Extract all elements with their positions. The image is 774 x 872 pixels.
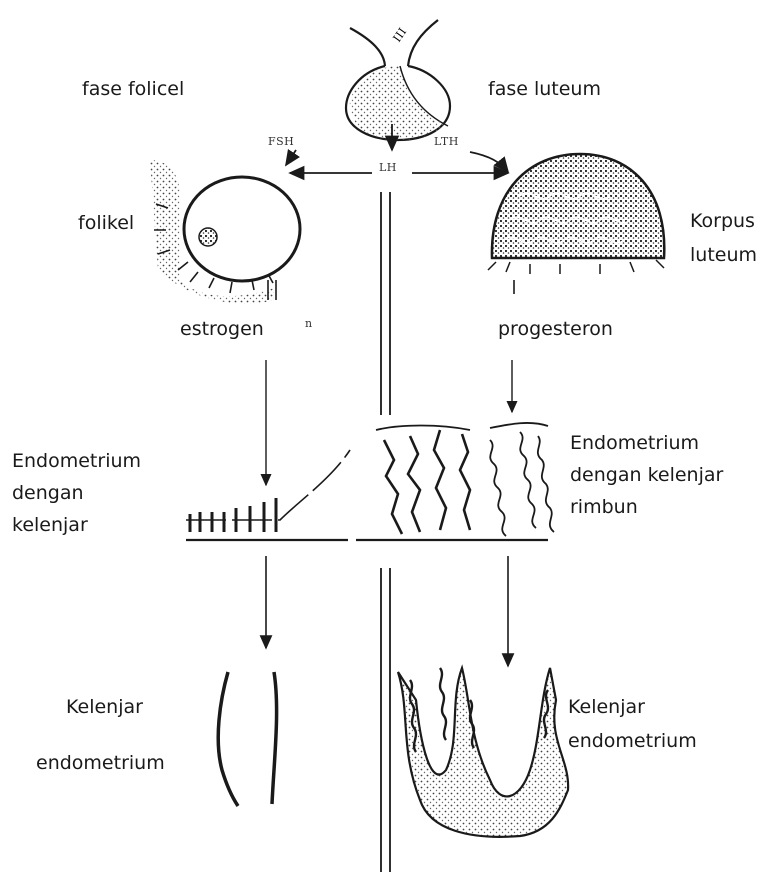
roman-numeral-label: III (390, 25, 409, 44)
gland-right-label-2: endometrium (568, 728, 697, 755)
endometrium-glands-label-3: kelenjar (12, 512, 88, 539)
endometrium-to-gland-arrows (266, 556, 508, 666)
coiled-glands-drawing (398, 668, 568, 837)
estrogen-label: estrogen (180, 316, 264, 343)
lh-label: LH (379, 160, 397, 175)
endometrium-glands-label-1: Endometrium (12, 448, 141, 475)
endometrium-lush-label-1: Endometrium (570, 430, 699, 457)
follicle-drawing (150, 160, 300, 304)
gland-left-label-2: endometrium (36, 750, 165, 777)
endometrium-glands-label-2: dengan (12, 480, 84, 507)
lth-label: LTH (434, 134, 459, 149)
stray-mark: n (305, 316, 313, 331)
corpus-luteum-drawing (488, 154, 664, 294)
gland-right-label-1: Kelenjar (568, 694, 645, 721)
gland-left-label-1: Kelenjar (66, 694, 143, 721)
central-double-line (381, 192, 390, 872)
progesterone-label: progesteron (498, 316, 613, 343)
corpus-luteum-label-1: Korpus (690, 208, 755, 235)
phase-follicular-label: fase folicel (82, 76, 184, 103)
follicle-label: folikel (78, 210, 134, 237)
corpus-luteum-label-2: luteum (690, 242, 757, 269)
endometrium-strip (186, 423, 554, 540)
endometrium-lush-label-3: rimbun (570, 494, 638, 521)
phase-luteal-label: fase luteum (488, 76, 601, 103)
fsh-label: FSH (268, 134, 294, 149)
hormone-to-endometrium-arrows (266, 360, 512, 485)
straight-glands-drawing (218, 672, 276, 806)
endometrium-lush-label-2: dengan kelenjar (570, 462, 723, 489)
